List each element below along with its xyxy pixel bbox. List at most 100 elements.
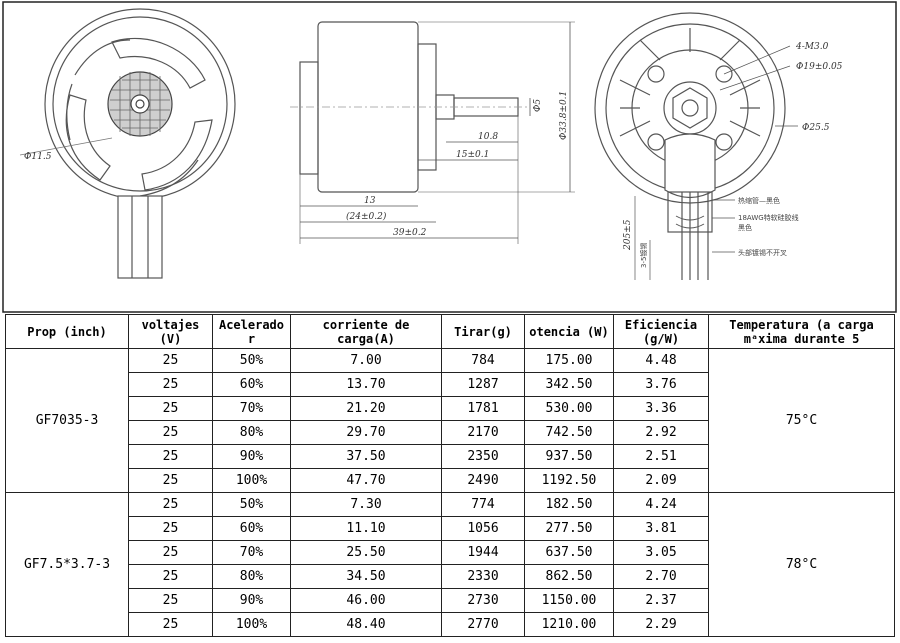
header-prop: Prop (inch) <box>5 314 129 349</box>
thrust-cell: 2170 <box>441 420 525 445</box>
voltage-cell: 25 <box>128 564 213 589</box>
side-dim-bell-dia: Φ33.8±0.1 <box>559 91 569 140</box>
header-throttle: Acelerado r <box>212 314 291 349</box>
current-cell: 7.00 <box>290 348 442 373</box>
current-cell: 47.70 <box>290 468 442 493</box>
rear-note-heatshrink: 热缩管—黑色 <box>738 196 780 205</box>
header-voltage: voltajes (V) <box>128 314 213 349</box>
side-base-flange <box>299 61 319 175</box>
thrust-cell: 784 <box>441 348 525 373</box>
rear-callout-dia25: Φ25.5 <box>802 123 830 133</box>
side-dim-39: 39±0.2 <box>393 228 427 238</box>
current-cell: 7.30 <box>290 492 442 517</box>
thrust-cell: 1287 <box>441 372 525 397</box>
temperature-cell: 78°C <box>708 492 895 637</box>
rear-callout-dia19: Φ19±0.05 <box>796 62 843 72</box>
power-cell: 182.50 <box>524 492 614 517</box>
thrust-cell: 1056 <box>441 516 525 541</box>
throttle-cell: 70% <box>212 540 291 565</box>
throttle-cell: 50% <box>212 348 291 373</box>
voltage-cell: 25 <box>128 612 213 637</box>
drawing-svg: Φ11.5 13 (24±0.2) 39±0.2 10.8 15±0.1 Φ5 … <box>2 1 897 313</box>
throttle-cell: 80% <box>212 420 291 445</box>
side-dim-shaft-dia: Φ5 <box>533 99 543 112</box>
thrust-cell: 1781 <box>441 396 525 421</box>
header-temperature: Temperatura (a carga mᵃxima durante 5 <box>708 314 895 349</box>
side-dim-24: (24±0.2) <box>346 211 387 222</box>
voltage-cell: 25 <box>128 420 213 445</box>
thrust-cell: 774 <box>441 492 525 517</box>
voltage-cell: 25 <box>128 372 213 397</box>
efficiency-cell: 2.29 <box>613 612 709 637</box>
front-inner-ring <box>52 16 228 192</box>
thrust-cell: 2770 <box>441 612 525 637</box>
current-cell: 29.70 <box>290 420 442 445</box>
efficiency-cell: 4.24 <box>613 492 709 517</box>
current-cell: 46.00 <box>290 588 442 613</box>
power-cell: 1150.00 <box>524 588 614 613</box>
current-cell: 48.40 <box>290 612 442 637</box>
side-dim-15: 15±0.1 <box>456 150 489 160</box>
current-cell: 13.70 <box>290 372 442 397</box>
rear-mount-hole-4 <box>715 133 733 151</box>
thrust-cell: 1944 <box>441 540 525 565</box>
header-efficiency: Eficiencia (g/W) <box>613 314 709 349</box>
voltage-cell: 25 <box>128 468 213 493</box>
throttle-cell: 80% <box>212 564 291 589</box>
throttle-cell: 90% <box>212 444 291 469</box>
header-current: corriente de carga(A) <box>290 314 442 349</box>
rear-lead-length: 205±5 <box>623 219 633 251</box>
throttle-cell: 70% <box>212 396 291 421</box>
power-cell: 637.50 <box>524 540 614 565</box>
rear-mount-hole-3 <box>647 133 665 151</box>
thrust-cell: 2350 <box>441 444 525 469</box>
efficiency-cell: 2.51 <box>613 444 709 469</box>
efficiency-cell: 2.92 <box>613 420 709 445</box>
thrust-cell: 2730 <box>441 588 525 613</box>
current-cell: 34.50 <box>290 564 442 589</box>
voltage-cell: 25 <box>128 444 213 469</box>
power-cell: 530.00 <box>524 396 614 421</box>
motor-technical-drawing: Φ11.5 13 (24±0.2) 39±0.2 10.8 15±0.1 Φ5 … <box>0 0 900 314</box>
power-cell: 937.50 <box>524 444 614 469</box>
front-dia-label: Φ11.5 <box>24 152 52 162</box>
efficiency-cell: 3.05 <box>613 540 709 565</box>
performance-table: Prop (inch) voltajes (V) Acelerado r cor… <box>5 314 895 637</box>
power-cell: 742.50 <box>524 420 614 445</box>
voltage-cell: 25 <box>128 396 213 421</box>
power-cell: 1192.50 <box>524 468 614 493</box>
current-cell: 37.50 <box>290 444 442 469</box>
power-cell: 175.00 <box>524 348 614 373</box>
thrust-cell: 2330 <box>441 564 525 589</box>
voltage-cell: 25 <box>128 588 213 613</box>
efficiency-cell: 4.48 <box>613 348 709 373</box>
current-cell: 25.50 <box>290 540 442 565</box>
voltage-cell: 25 <box>128 540 213 565</box>
efficiency-cell: 3.81 <box>613 516 709 541</box>
power-cell: 862.50 <box>524 564 614 589</box>
throttle-cell: 90% <box>212 588 291 613</box>
rear-tin-length: 3-5镀锡 <box>639 243 648 268</box>
prop-cell: GF7035-3 <box>5 348 129 493</box>
thrust-cell: 2490 <box>441 468 525 493</box>
throttle-cell: 100% <box>212 468 291 493</box>
throttle-cell: 50% <box>212 492 291 517</box>
rear-mount-hole-1 <box>647 65 665 83</box>
power-cell: 342.50 <box>524 372 614 397</box>
rear-note-color: 黑色 <box>738 223 752 232</box>
side-view <box>290 21 575 244</box>
throttle-cell: 60% <box>212 516 291 541</box>
throttle-cell: 100% <box>212 612 291 637</box>
efficiency-cell: 3.36 <box>613 396 709 421</box>
drawing-frame <box>2 1 897 313</box>
voltage-cell: 25 <box>128 348 213 373</box>
